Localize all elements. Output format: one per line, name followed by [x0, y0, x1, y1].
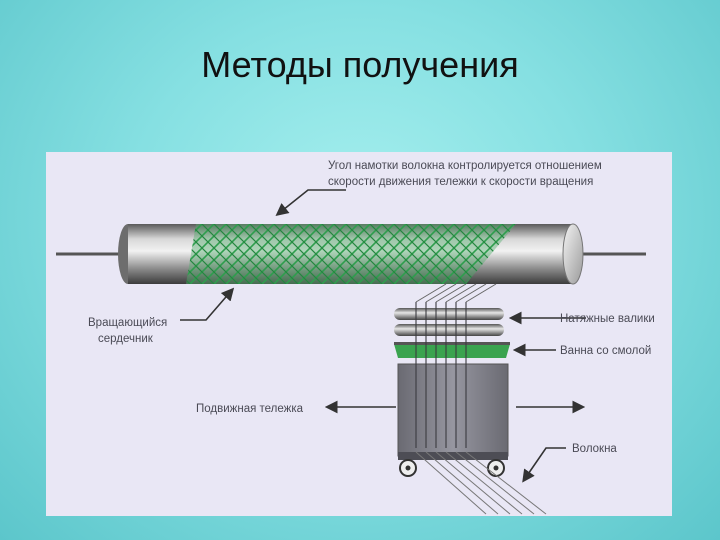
resin-bath [394, 342, 510, 358]
filament-winding-diagram: Угол намотки волокна контролируется отно… [46, 152, 672, 516]
moving-carriage [397, 363, 509, 477]
arrow-fibers [522, 447, 566, 483]
label-mandrel-line2: сердечник [98, 333, 154, 345]
slide-title: Методы получения [201, 44, 519, 85]
label-mandrel-line1: Вращающийся [88, 317, 167, 329]
label-tension-rollers: Натяжные валики [560, 313, 655, 325]
label-fibers: Волокна [572, 443, 617, 455]
fibers-exit [415, 451, 547, 515]
fiber-strands [415, 302, 467, 448]
arrow-mandrel [180, 287, 235, 321]
label-winding-angle-line2: скорости движения тележки к скорости вра… [328, 176, 593, 188]
tension-rollers [394, 308, 504, 336]
arrow-winding-angle [275, 189, 346, 216]
label-resin-bath: Ванна со смолой [560, 345, 651, 357]
label-winding-angle-line1: Угол намотки волокна контролируется отно… [328, 160, 602, 172]
label-moving-carriage: Подвижная тележка [196, 403, 304, 415]
mandrel-cylinder [118, 223, 584, 285]
fibers-to-mandrel [415, 283, 497, 303]
diagram-svg: Угол намотки волокна контролируется отно… [56, 160, 655, 515]
